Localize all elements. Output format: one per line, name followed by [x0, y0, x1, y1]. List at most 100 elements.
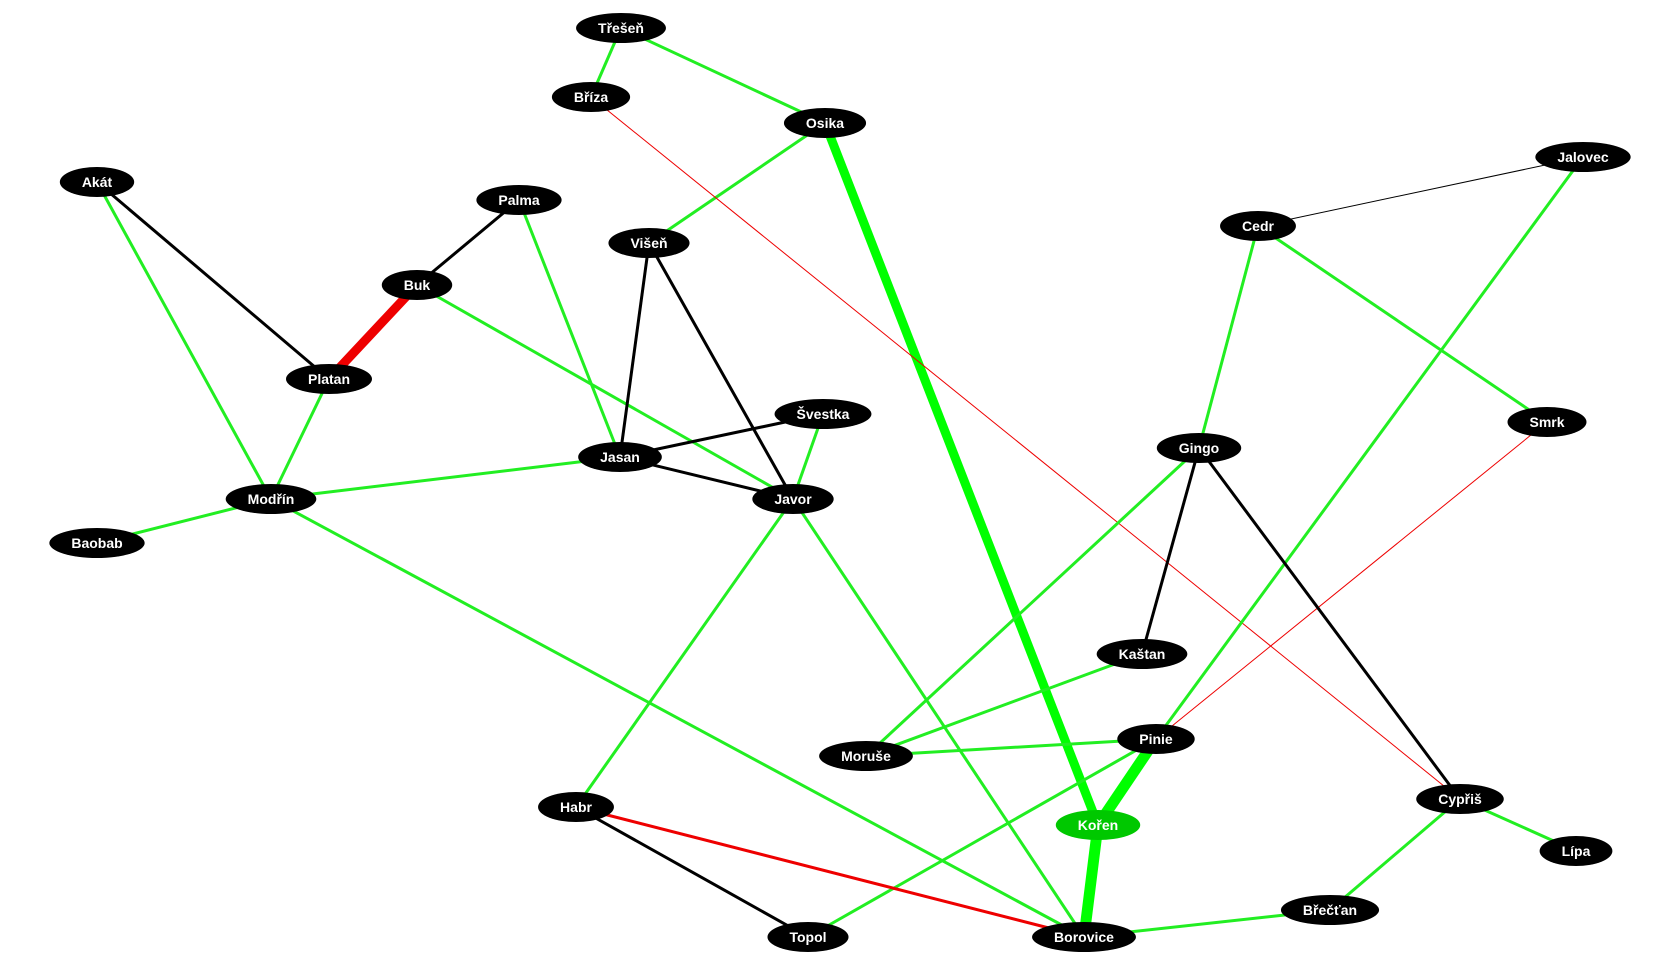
node-shape	[578, 442, 662, 472]
edge-javor-borovice	[791, 498, 1086, 938]
graph-edges	[95, 26, 1585, 939]
node-shape	[476, 185, 562, 215]
node-shape	[538, 792, 614, 822]
node-buk[interactable]: Buk	[381, 270, 453, 300]
node-label: Baobab	[71, 535, 122, 551]
node-shape	[1096, 639, 1188, 669]
edge-visen-jasan	[618, 242, 651, 458]
node-label: Višeň	[630, 235, 667, 251]
edge-platan-modrin	[269, 378, 331, 500]
edge-cedr-gingo	[1197, 225, 1260, 449]
node-label: Gingo	[1179, 440, 1219, 456]
edge-habr-topol	[575, 805, 809, 939]
edge-gingo-kastan	[1140, 447, 1201, 655]
node-platan[interactable]: Platan	[285, 364, 373, 394]
node-koren[interactable]: Kořen	[1055, 810, 1141, 840]
edge-tresen-osika	[620, 26, 826, 125]
edge-cedr-smrk	[1257, 224, 1548, 424]
node-shape	[59, 167, 135, 197]
node-shape	[1156, 433, 1242, 463]
edge-jasan-modrin	[270, 455, 621, 501]
node-osika[interactable]: Osika	[783, 108, 867, 138]
node-label: Akát	[82, 174, 113, 190]
edge-osika-visen	[648, 121, 826, 245]
node-lipa[interactable]: Lípa	[1539, 836, 1613, 866]
node-shape	[1535, 142, 1631, 172]
edge-visen-javor	[647, 242, 795, 500]
node-shape	[608, 228, 690, 258]
node-label: Topol	[789, 929, 826, 945]
edge-javor-habr	[574, 498, 795, 808]
edge-akat-modrin	[95, 181, 273, 500]
edge-gingo-cypris	[1197, 447, 1462, 800]
node-label: Palma	[498, 192, 539, 208]
edge-gingo-moruse	[864, 446, 1201, 758]
node-habr[interactable]: Habr	[538, 792, 614, 822]
node-label: Pinie	[1139, 731, 1173, 747]
node-label: Platan	[308, 371, 350, 387]
node-kastan[interactable]: Kaštan	[1096, 639, 1188, 669]
node-topol[interactable]: Topol	[767, 922, 849, 952]
edge-habr-borovice	[575, 805, 1085, 939]
edge-kastan-moruse	[865, 652, 1143, 758]
node-shape	[767, 922, 849, 952]
node-label: Moruše	[841, 748, 891, 764]
node-borovice[interactable]: Borovice	[1032, 922, 1136, 952]
node-moruse[interactable]: Moruše	[819, 741, 913, 771]
edge-koren-borovice	[1078, 824, 1104, 938]
node-shape	[225, 484, 317, 514]
edge-buk-javor	[416, 283, 794, 501]
node-cedr[interactable]: Cedr	[1220, 211, 1296, 241]
node-label: Kořen	[1078, 817, 1118, 833]
edge-jalovec-pinie	[1154, 156, 1585, 740]
node-smrk[interactable]: Smrk	[1507, 407, 1587, 437]
node-label: Jasan	[600, 449, 640, 465]
edge-brectan-cypris	[1329, 797, 1461, 912]
node-shape	[1055, 810, 1141, 840]
node-label: Javor	[774, 491, 812, 507]
edge-modrin-borovice	[270, 497, 1085, 939]
node-briza[interactable]: Bříza	[551, 82, 631, 112]
edge-osika-koren	[820, 121, 1103, 827]
edge-briza-cypris	[590, 96, 1461, 800]
node-label: Cedr	[1242, 218, 1274, 234]
edge-pinie-topol	[807, 737, 1157, 939]
node-cypris[interactable]: Cypřiš	[1416, 784, 1504, 814]
node-brectan[interactable]: Břečťan	[1280, 895, 1380, 925]
node-shape	[1416, 784, 1504, 814]
edge-moruse-pinie	[865, 737, 1157, 758]
node-label: Bříza	[574, 89, 608, 105]
node-pinie[interactable]: Pinie	[1117, 724, 1195, 754]
node-label: Břečťan	[1303, 902, 1357, 918]
edge-smrk-pinie	[1155, 421, 1548, 740]
node-label: Modřín	[248, 491, 295, 507]
node-akat[interactable]: Akát	[59, 167, 135, 197]
edge-palma-buk	[416, 198, 520, 287]
node-baobab[interactable]: Baobab	[49, 528, 145, 558]
edge-akat-platan	[96, 180, 330, 381]
node-svestka[interactable]: Švestka	[774, 399, 872, 429]
edge-palma-jasan	[517, 199, 622, 458]
node-shape	[49, 528, 145, 558]
node-shape	[819, 741, 913, 771]
node-label: Borovice	[1054, 929, 1114, 945]
node-label: Habr	[560, 799, 592, 815]
node-gingo[interactable]: Gingo	[1156, 433, 1242, 463]
node-shape	[381, 270, 453, 300]
node-shape	[1280, 895, 1380, 925]
node-shape	[1507, 407, 1587, 437]
node-shape	[774, 399, 872, 429]
node-label: Jalovec	[1557, 149, 1609, 165]
node-modrin[interactable]: Modřín	[225, 484, 317, 514]
node-visen[interactable]: Višeň	[608, 228, 690, 258]
node-javor[interactable]: Javor	[752, 484, 834, 514]
node-label: Třešeň	[598, 20, 644, 36]
node-label: Kaštan	[1119, 646, 1166, 662]
node-shape	[783, 108, 867, 138]
node-tresen[interactable]: Třešeň	[576, 13, 666, 43]
node-jasan[interactable]: Jasan	[578, 442, 662, 472]
node-palma[interactable]: Palma	[476, 185, 562, 215]
node-shape	[1117, 724, 1195, 754]
node-jalovec[interactable]: Jalovec	[1535, 142, 1631, 172]
